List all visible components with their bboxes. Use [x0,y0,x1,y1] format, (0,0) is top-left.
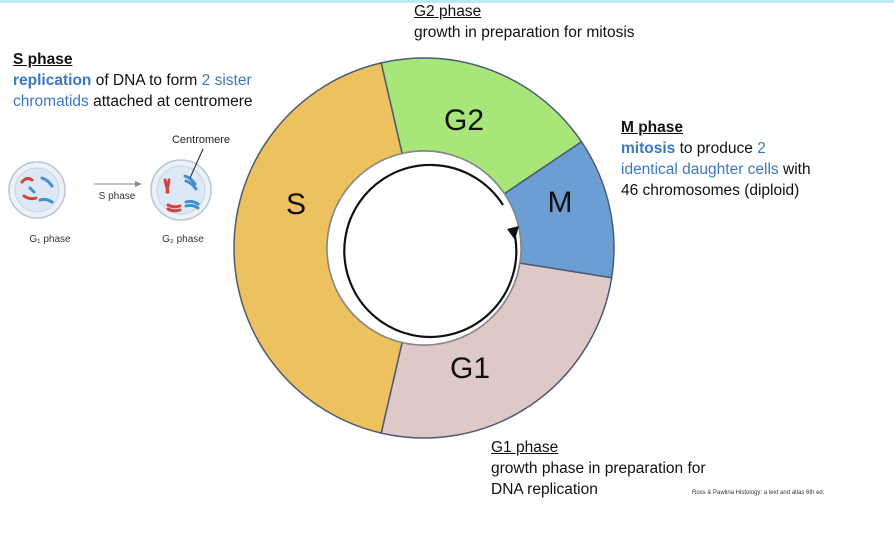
s-phase-heading: S phase [13,51,73,68]
inner-circle [326,150,522,346]
s-text-2: attached at centromere [88,93,253,110]
g2-phase-description: G2 phase growth in preparation for mitos… [414,1,635,43]
m-phase-description: M phase mitosis to produce 2 identical d… [621,117,811,201]
two-highlight: 2 [757,140,766,157]
m-text-3: 46 chromosomes (diploid) [621,182,800,199]
g2-cell-illustration [150,159,212,221]
g2-phase-text: growth in preparation for mitosis [414,24,635,41]
g1-cell-illustration [8,161,66,219]
citation: Ross & Pawlina Histology: a text and atl… [692,490,825,496]
m-text-2: with [778,161,811,178]
sister-highlight: 2 sister [201,72,252,89]
replication-highlight: replication [13,72,92,89]
g2-cell-label: G₂ phase [162,234,204,245]
s-text-1: of DNA to form [91,72,202,89]
segment-label-m: M [548,186,573,219]
g1-text-1: growth phase in preparation for [491,460,706,477]
segment-label-g2: G2 [444,104,484,137]
g1-phase-heading: G1 phase [491,439,559,456]
m-text-1: to produce [675,140,758,157]
cycle-arrowhead [507,226,519,240]
m-phase-heading: M phase [621,119,684,136]
mitosis-highlight: mitosis [621,140,676,157]
segment-label-g1: G1 [450,352,490,385]
s-phase-arrow-label: S phase [99,191,136,202]
centromere-pointer [189,148,204,179]
centromere-label: Centromere [172,134,230,146]
cycle-arrow [343,163,518,338]
g1-text-2: DNA replication [491,481,598,498]
chromatids-highlight: chromatids [13,93,89,110]
g1-phase-description: G1 phase growth phase in preparation for… [491,437,706,500]
segment-label-s: S [286,188,306,221]
top-border-line [0,0,894,3]
g2-phase-heading: G2 phase [414,3,482,20]
g1-cell-label: G₁ phase [29,234,71,245]
daughter-cells-highlight: identical daughter cells [621,161,779,178]
s-phase-description: S phase replication of DNA to form 2 sis… [13,49,253,112]
